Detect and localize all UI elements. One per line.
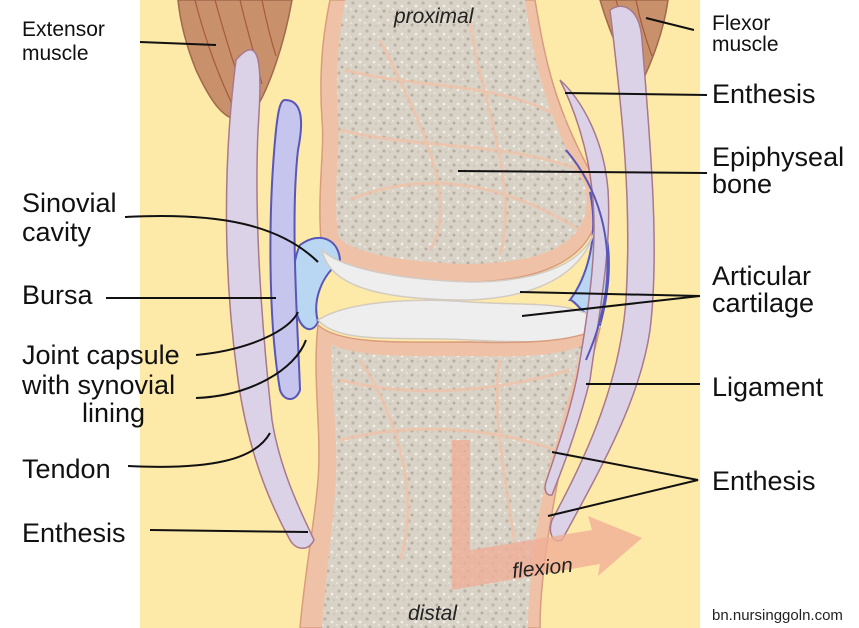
label-distal: distal xyxy=(408,602,458,625)
label-ligament: Ligament xyxy=(712,372,824,402)
flexion-arrow xyxy=(452,440,642,590)
label-epiphyseal-bone-1: Epiphyseal xyxy=(712,142,844,172)
label-joint-capsule-2: with synovial xyxy=(21,370,175,400)
label-joint-capsule-3: lining xyxy=(82,398,145,428)
label-synovial-cavity-1: Sinovial xyxy=(22,188,117,218)
label-synovial-cavity-2: cavity xyxy=(22,217,92,247)
bursa-left xyxy=(269,98,303,400)
label-enthesis-left: Enthesis xyxy=(22,518,126,548)
label-tendon: Tendon xyxy=(22,454,111,484)
extensor-muscle-fibers xyxy=(194,0,277,113)
leader-tendon xyxy=(127,432,271,468)
ligament-right xyxy=(544,79,610,496)
label-proximal: proximal xyxy=(393,5,475,28)
label-joint-capsule-1: Joint capsule xyxy=(22,340,180,370)
label-extensor-muscle-1: Extensor xyxy=(22,18,105,41)
proximal-epiphyseal-bone xyxy=(336,0,587,264)
leader-lines xyxy=(106,17,708,533)
extensor-tendon xyxy=(225,49,315,549)
joint-capsule-right xyxy=(565,149,609,361)
proximal-trabeculae xyxy=(339,19,581,256)
label-enthesis-bottom: Enthesis xyxy=(712,466,816,496)
margin-left xyxy=(0,0,140,628)
leader-enthesis-top xyxy=(564,92,708,96)
label-enthesis-top: Enthesis xyxy=(712,79,816,109)
label-flexor-muscle-1: Flexor xyxy=(712,12,770,35)
leader-enthesis-bottom xyxy=(547,451,699,517)
distal-trabeculae xyxy=(339,359,571,581)
leader-articular-cartilage xyxy=(519,291,701,317)
label-bursa: Bursa xyxy=(22,280,94,310)
leader-extensor-muscle xyxy=(139,41,217,46)
leader-joint-capsule-1 xyxy=(195,311,299,356)
leader-epiphyseal-bone xyxy=(457,170,708,174)
label-flexor-muscle-2: muscle xyxy=(712,33,779,56)
leader-flexor-muscle xyxy=(645,17,695,31)
leader-enthesis-left xyxy=(149,529,309,533)
leader-joint-capsule-2 xyxy=(195,339,307,399)
leader-synovial-cavity xyxy=(124,214,319,263)
label-articular-cartilage-2: cartilage xyxy=(712,288,814,318)
articular-cartilage-lower xyxy=(316,299,601,343)
label-articular-cartilage-1: Articular xyxy=(712,261,811,291)
margin-right xyxy=(700,0,859,628)
label-epiphyseal-bone-2: bone xyxy=(712,169,772,199)
credit-text: bn.nursinggoln.com xyxy=(712,607,843,624)
label-extensor-muscle-2: muscle xyxy=(22,42,89,65)
